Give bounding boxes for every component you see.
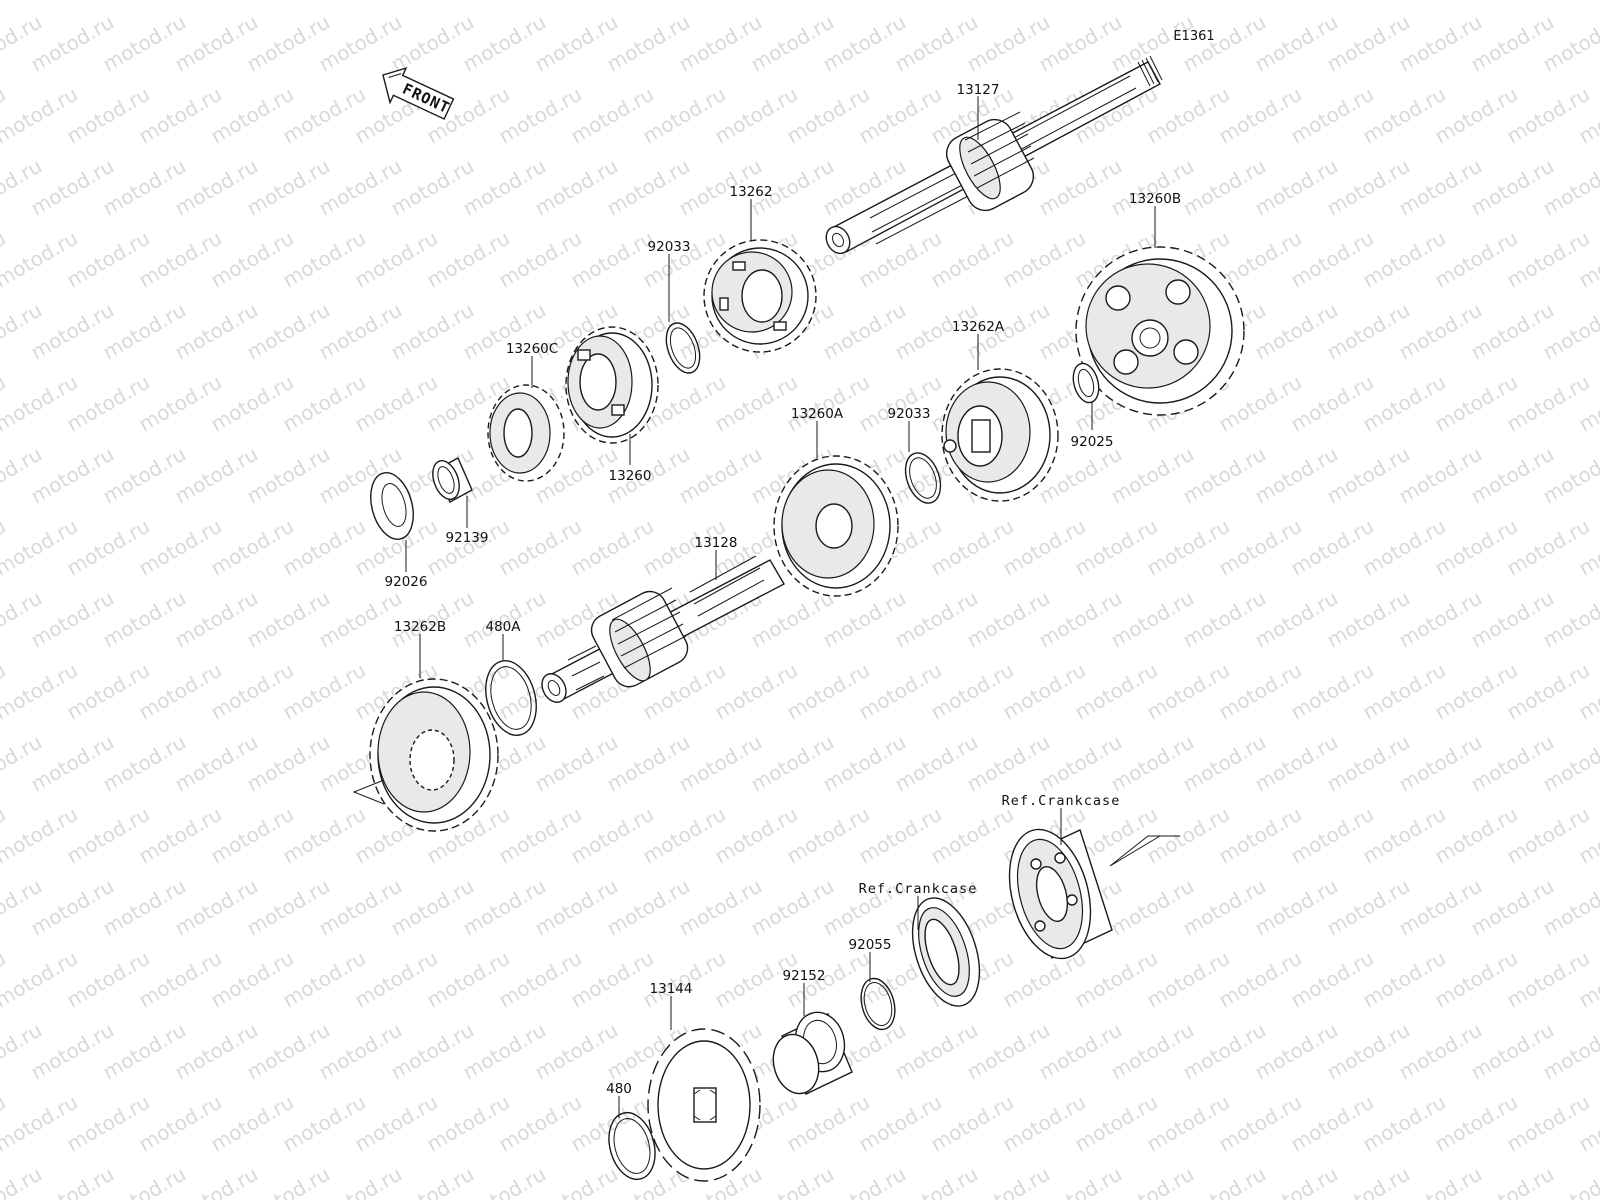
watermark-text: motod.ru bbox=[999, 0, 1090, 4]
watermark-text: motod.ru bbox=[207, 0, 298, 4]
watermark-text: motod.ru bbox=[783, 0, 874, 4]
bushing-92139 bbox=[432, 457, 473, 503]
watermark-text: motod.ru bbox=[1575, 0, 1600, 4]
watermark-text: motod.ru bbox=[1143, 0, 1234, 4]
leader-lines bbox=[405, 96, 1156, 1118]
part-labels: 13127 13262 92033 13260C 13260 92026 921… bbox=[385, 82, 1182, 1097]
watermark-text: motod.ru bbox=[135, 0, 226, 4]
label-13260c[interactable]: 13260C bbox=[506, 341, 558, 357]
sprocket-13144 bbox=[647, 1028, 761, 1182]
watermark-text: motod.ru bbox=[63, 0, 154, 4]
gear-13262a bbox=[941, 368, 1059, 502]
label-13260[interactable]: 13260 bbox=[609, 468, 652, 484]
label-13262a[interactable]: 13262A bbox=[952, 319, 1005, 335]
watermark-text: motod.ru bbox=[495, 0, 586, 4]
watermark-text: motod.ru bbox=[567, 0, 658, 4]
watermark-text: motod.ru bbox=[279, 0, 370, 4]
label-13260b[interactable]: 13260B bbox=[1129, 191, 1181, 207]
watermark-text: motod.ru bbox=[0, 1162, 46, 1200]
watermark-text: motod.ru bbox=[351, 0, 442, 4]
circlip-92033-upper bbox=[665, 322, 701, 374]
label-13128[interactable]: 13128 bbox=[695, 535, 738, 551]
gear-13260c bbox=[487, 384, 565, 482]
watermark-text: motod.ru bbox=[855, 0, 946, 4]
label-13127[interactable]: 13127 bbox=[957, 82, 1000, 98]
watermark-text: motod.ru bbox=[1503, 0, 1594, 4]
label-ref-crankcase-bearing[interactable]: Ref.Crankcase bbox=[1002, 793, 1121, 809]
label-92139[interactable]: 92139 bbox=[446, 530, 489, 546]
output-shaft-13128 bbox=[541, 555, 785, 703]
gear-13262 bbox=[703, 239, 817, 353]
gear-13260 bbox=[565, 326, 659, 444]
input-shaft-13127 bbox=[825, 55, 1163, 255]
o-ring-92055 bbox=[860, 977, 896, 1031]
gear-13262b bbox=[352, 678, 499, 832]
label-92026[interactable]: 92026 bbox=[385, 574, 428, 590]
label-13262b[interactable]: 13262B bbox=[394, 619, 446, 635]
label-ref-crankcase-seal[interactable]: Ref.Crankcase bbox=[859, 881, 978, 897]
label-13260a[interactable]: 13260A bbox=[791, 406, 844, 422]
washer-92025 bbox=[1072, 362, 1100, 404]
circlip-92033-lower bbox=[904, 452, 942, 504]
washer-92026 bbox=[370, 472, 414, 540]
watermark-text: motod.ru bbox=[1215, 0, 1306, 4]
watermark-text: motod.ru bbox=[639, 0, 730, 4]
watermark-text: motod.ru bbox=[0, 0, 82, 4]
circlip-480 bbox=[608, 1111, 656, 1181]
watermark-text: motod.ru bbox=[1287, 0, 1378, 4]
watermark-text: motod.ru bbox=[1431, 0, 1522, 4]
watermark-text: motod.ru bbox=[927, 0, 1018, 4]
watermark-text: motod.ru bbox=[423, 0, 514, 4]
watermark-text: motod.ru bbox=[711, 0, 802, 4]
diagram-id: E1361 bbox=[1173, 29, 1214, 44]
label-480[interactable]: 480 bbox=[606, 1081, 632, 1097]
circlip-480a bbox=[485, 660, 537, 736]
bearing-ref-crankcase bbox=[1008, 828, 1180, 960]
label-92025[interactable]: 92025 bbox=[1071, 434, 1114, 450]
collar-92152 bbox=[772, 1011, 853, 1095]
watermark-text: motod.ru bbox=[1071, 0, 1162, 4]
label-92152[interactable]: 92152 bbox=[783, 968, 826, 984]
label-92033-upper[interactable]: 92033 bbox=[648, 239, 691, 255]
oil-seal-ref-crankcase bbox=[911, 897, 981, 1007]
gear-13260a bbox=[773, 455, 899, 597]
label-13262[interactable]: 13262 bbox=[730, 184, 773, 200]
label-13144[interactable]: 13144 bbox=[650, 981, 693, 997]
label-92033-lower[interactable]: 92033 bbox=[888, 406, 931, 422]
gear-13260b bbox=[1075, 246, 1245, 416]
watermark-text: motod.ru bbox=[1359, 0, 1450, 4]
label-92055[interactable]: 92055 bbox=[849, 937, 892, 953]
label-480a[interactable]: 480A bbox=[485, 619, 521, 635]
